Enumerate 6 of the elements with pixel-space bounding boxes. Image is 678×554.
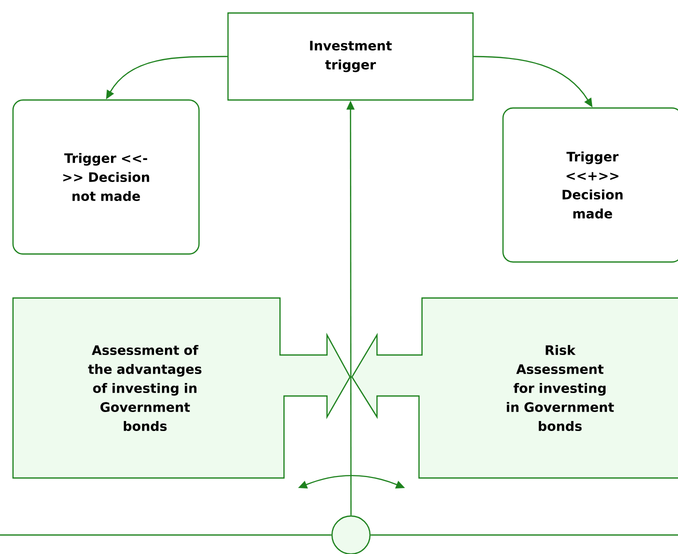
rounded-box: Trigger <<->> Decision not made [12,99,200,255]
notched-panel: Assessment of the advantages of investing in Government bonds [12,297,351,479]
notched-panel: Risk Assessment for investing in Government bonds [351,297,678,479]
process-box: Investment trigger [227,12,474,101]
rounded-box: Trigger <<+>> Decision made [502,107,678,263]
circle-node [331,515,371,554]
